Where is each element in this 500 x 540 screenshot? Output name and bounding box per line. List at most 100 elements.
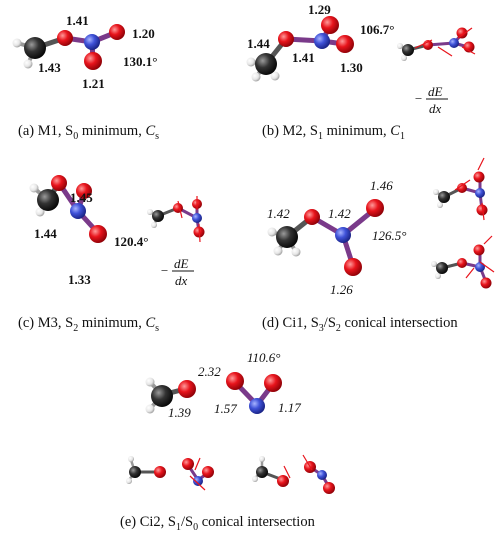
oxygen-atom <box>76 183 92 199</box>
oxygen-atom <box>344 258 362 276</box>
label-c-bond-on: 1.45 <box>70 190 93 205</box>
carbon-atom <box>24 37 46 59</box>
oxygen-atom <box>202 466 214 478</box>
label-d-bond-top-right: 1.46 <box>370 178 393 193</box>
hydrogen-atom <box>145 377 155 387</box>
oxygen-atom <box>473 171 485 183</box>
carbon-atom <box>37 189 59 211</box>
oxygen-atom <box>321 16 339 34</box>
label-d-bond-co: 1.42 <box>267 206 290 221</box>
carbon-atom <box>402 44 414 56</box>
oxygen-atom <box>456 27 468 39</box>
nitrogen-atom <box>475 262 485 272</box>
oxygen-atom <box>84 52 102 70</box>
oxygen-atom <box>304 209 320 225</box>
nitrogen-atom <box>193 476 203 486</box>
panel-d-gradient-vector-1 <box>433 157 488 221</box>
carbon-atom <box>255 53 277 75</box>
oxygen-atom <box>366 199 384 217</box>
label-a-bond-co: 1.43 <box>38 60 61 75</box>
svg-text:dx: dx <box>429 101 442 116</box>
oxygen-atom <box>226 372 244 390</box>
hydrogen-atom <box>145 404 155 414</box>
panel-c-gradient-vector <box>147 196 205 243</box>
svg-text:dx: dx <box>175 273 188 288</box>
oxygen-atom <box>277 475 289 487</box>
hydrogen-atom <box>246 57 256 67</box>
nitrogen-atom <box>317 470 327 480</box>
hydrogen-atom <box>35 207 45 217</box>
label-b-angle: 106.7° <box>360 22 394 37</box>
caption-e: (e) Ci2, S1/S0 conical intersection <box>120 514 316 533</box>
panel-e-gradient-vector-2 <box>252 454 335 494</box>
label-a-bond-no3: 1.21 <box>82 76 105 91</box>
hydrogen-atom <box>270 71 280 81</box>
hydrogen-atom <box>291 247 301 257</box>
label-c-bond-bottom: 1.33 <box>68 272 91 287</box>
label-b-bond-top: 1.29 <box>308 2 331 17</box>
carbon-atom <box>151 385 173 407</box>
oxygen-atom <box>57 30 73 46</box>
oxygen-atom <box>480 277 492 289</box>
nitrogen-atom <box>449 38 459 48</box>
panel-d-molecule <box>267 199 384 276</box>
oxygen-atom <box>182 458 194 470</box>
nitrogen-atom <box>475 188 485 198</box>
hydrogen-atom <box>251 72 261 82</box>
gradient-label-c: − dE dx <box>160 256 194 288</box>
hydrogen-atom <box>273 246 283 256</box>
oxygen-atom <box>51 175 67 191</box>
carbon-atom <box>438 191 450 203</box>
oxygen-atom <box>323 482 335 494</box>
hydrogen-atom <box>12 38 22 48</box>
carbon-atom <box>129 466 141 478</box>
panel-d-gradient-vector-2 <box>431 235 495 289</box>
svg-text:dE: dE <box>174 256 189 271</box>
oxygen-atom <box>278 31 294 47</box>
label-b-bond-on: 1.41 <box>292 50 315 65</box>
oxygen-atom <box>457 183 467 193</box>
nitrogen-atom <box>84 34 100 50</box>
hydrogen-atom <box>267 227 277 237</box>
carbon-atom <box>152 210 164 222</box>
panel-c-molecule <box>29 175 107 243</box>
oxygen-atom <box>457 258 467 268</box>
carbon-atom <box>436 262 448 274</box>
nitrogen-atom <box>192 213 202 223</box>
panel-a-molecule <box>12 24 125 70</box>
oxygen-atom <box>476 204 488 216</box>
label-b-bond-bottom: 1.30 <box>340 60 363 75</box>
caption-a: (a) M1, S0 minimum, Cs <box>18 123 159 142</box>
label-e-bond-ch: 1.39 <box>168 405 191 420</box>
oxygen-atom <box>336 35 354 53</box>
carbon-atom <box>276 226 298 248</box>
panel-e-molecule <box>145 372 282 414</box>
svg-text:dE: dE <box>428 84 443 99</box>
nitrogen-atom <box>314 33 330 49</box>
hydrogen-atom <box>23 59 33 69</box>
nitrogen-atom <box>249 398 265 414</box>
svg-text:−: − <box>414 91 423 106</box>
label-a-bond-no2: 1.20 <box>132 26 155 41</box>
label-c-bond-co: 1.44 <box>34 226 57 241</box>
label-d-bond-bottom: 1.26 <box>330 282 353 297</box>
label-e-bond-no2: 1.17 <box>278 400 301 415</box>
oxygen-atom <box>89 225 107 243</box>
caption-d: (d) Ci1, S3/S2 conical intersection <box>262 315 458 334</box>
label-e-dist-c-o: 2.32 <box>198 364 221 379</box>
nitrogen-atom <box>335 227 351 243</box>
oxygen-atom <box>173 203 183 213</box>
panel-e-gradient-vector-1 <box>126 456 214 491</box>
label-c-angle: 120.4° <box>114 234 148 249</box>
oxygen-atom <box>178 380 196 398</box>
label-d-bond-on: 1.42 <box>328 206 351 221</box>
label-b-bond-co: 1.44 <box>247 36 270 51</box>
label-d-angle: 126.5° <box>372 228 406 243</box>
caption-b: (b) M2, S1 minimum, C1 <box>262 123 405 142</box>
label-a-bond-no: 1.41 <box>66 13 89 28</box>
caption-c: (c) M3, S2 minimum, Cs <box>18 315 159 334</box>
oxygen-atom <box>473 244 485 256</box>
label-a-angle: 130.1° <box>123 54 157 69</box>
gradient-label-b: − dE dx <box>414 84 448 116</box>
